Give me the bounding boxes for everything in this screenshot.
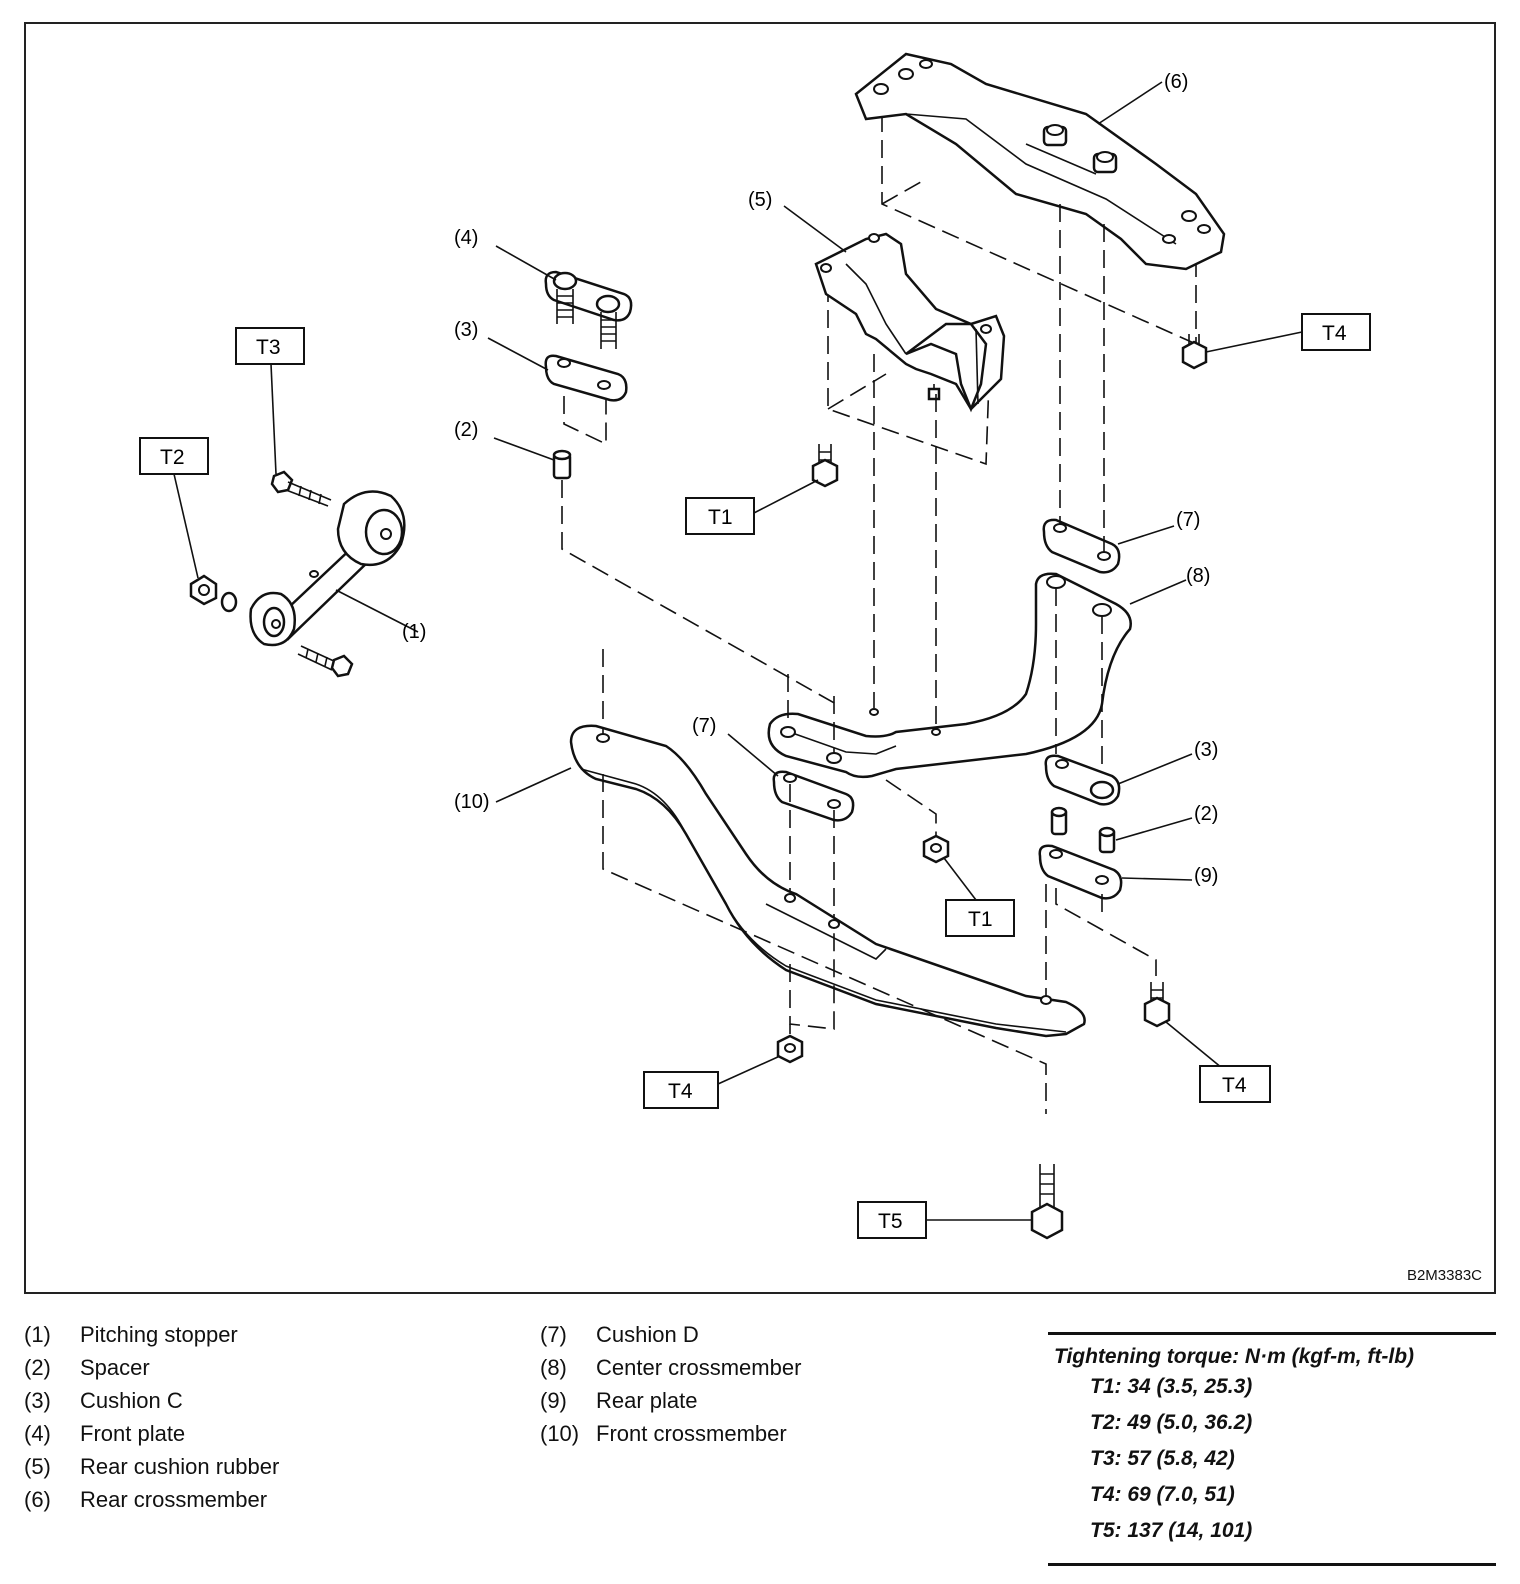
callout-10: (10)	[454, 791, 490, 813]
callout-5: (5)	[748, 189, 772, 211]
legend-item: (2)Spacer	[24, 1355, 150, 1380]
exploded-view-drawing: (6) (5) (4) (3) (2) (1) (7) (8) (7) (10)…	[139, 52, 1371, 1240]
torque-row-t3: T3: 57 (5.8, 42)	[1090, 1447, 1235, 1470]
torque-label-t3: T3	[235, 327, 305, 365]
legend-item: (4)Front plate	[24, 1421, 186, 1446]
callout-4: (4)	[454, 227, 478, 249]
rear-crossmember	[854, 52, 1226, 345]
diagram-frame: (6) (5) (4) (3) (2) (1) (7) (8) (7) (10)…	[24, 22, 1496, 1294]
callout-8: (8)	[1186, 565, 1210, 587]
front-plate	[544, 270, 633, 349]
legend-item: (6)Rear crossmember	[24, 1487, 268, 1512]
torque-label-t1-lower: T1	[945, 899, 1015, 937]
tightening-torque-table: Tightening torque: N·m (kgf-m, ft-lb) T1…	[1048, 1332, 1496, 1566]
callout-9: (9)	[1194, 865, 1218, 887]
svg-text:T4: T4	[1322, 322, 1347, 345]
torque-row-t1: T1: 34 (3.5, 25.3)	[1090, 1375, 1253, 1398]
front-crossmember	[569, 649, 1086, 1114]
torque-table-title: Tightening torque: N·m (kgf-m, ft-lb)	[1054, 1345, 1415, 1368]
rear-cushion-rubber	[814, 232, 1006, 466]
callout-7-upper: (7)	[1176, 509, 1200, 531]
svg-text:T5: T5	[878, 1210, 903, 1233]
callout-2-upper: (2)	[454, 419, 478, 441]
svg-text:T4: T4	[1222, 1074, 1247, 1097]
torque-label-t4-top: T4	[1301, 313, 1371, 351]
legend-item: (5)Rear cushion rubber	[24, 1454, 280, 1479]
legend-item: (10)Front crossmember	[540, 1421, 787, 1446]
pitching-stopper	[189, 470, 406, 678]
torque-label-t4-lower-right: T4	[1199, 1065, 1271, 1103]
legend-item: (9)Rear plate	[540, 1388, 698, 1413]
callout-1: (1)	[402, 621, 426, 643]
torque-label-t4-lower-left: T4	[643, 1071, 719, 1109]
legend-item: (1)Pitching stopper	[24, 1322, 238, 1347]
cushion-d-lower	[772, 770, 855, 918]
cushion-d-upper	[1042, 204, 1121, 574]
legend-item: (7)Cushion D	[540, 1322, 699, 1347]
callout-7-lower: (7)	[692, 715, 716, 737]
callout-6: (6)	[1164, 71, 1188, 93]
callout-3-lower: (3)	[1194, 739, 1218, 761]
callout-2-lower: (2)	[1194, 803, 1218, 825]
torque-row-t4: T4: 69 (7.0, 51)	[1090, 1483, 1235, 1506]
fasteners	[776, 334, 1208, 1240]
torque-row-t5: T5: 137 (14, 101)	[1090, 1519, 1253, 1542]
legend-item: (8)Center crossmember	[540, 1355, 802, 1380]
leader-lines	[173, 81, 1303, 1221]
center-crossmember	[767, 354, 1132, 839]
parts-legend-left: (1)Pitching stopper (2)Spacer (3)Cushion…	[24, 1318, 279, 1516]
callout-labels: (6) (5) (4) (3) (2) (1) (7) (8) (7) (10)…	[402, 71, 1218, 887]
svg-text:T1: T1	[708, 506, 733, 529]
parts-legend-right: (7)Cushion D (8)Center crossmember (9)Re…	[540, 1318, 801, 1450]
torque-label-t1-upper: T1	[685, 497, 755, 535]
legend-item: (3)Cushion C	[24, 1388, 183, 1413]
svg-text:T2: T2	[160, 446, 185, 469]
svg-text:T4: T4	[668, 1080, 693, 1103]
cushion-c-upper	[544, 354, 628, 446]
lower-right-stack	[1038, 754, 1157, 976]
torque-label-t2: T2	[139, 437, 209, 475]
torque-label-t5: T5	[857, 1201, 927, 1239]
svg-text:T1: T1	[968, 908, 993, 931]
spacer-upper	[552, 449, 837, 705]
callout-3-upper: (3)	[454, 319, 478, 341]
figure-code: B2M3383C	[1406, 1267, 1482, 1284]
torque-row-t2: T2: 49 (5.0, 36.2)	[1090, 1411, 1253, 1434]
svg-text:T3: T3	[256, 336, 281, 359]
